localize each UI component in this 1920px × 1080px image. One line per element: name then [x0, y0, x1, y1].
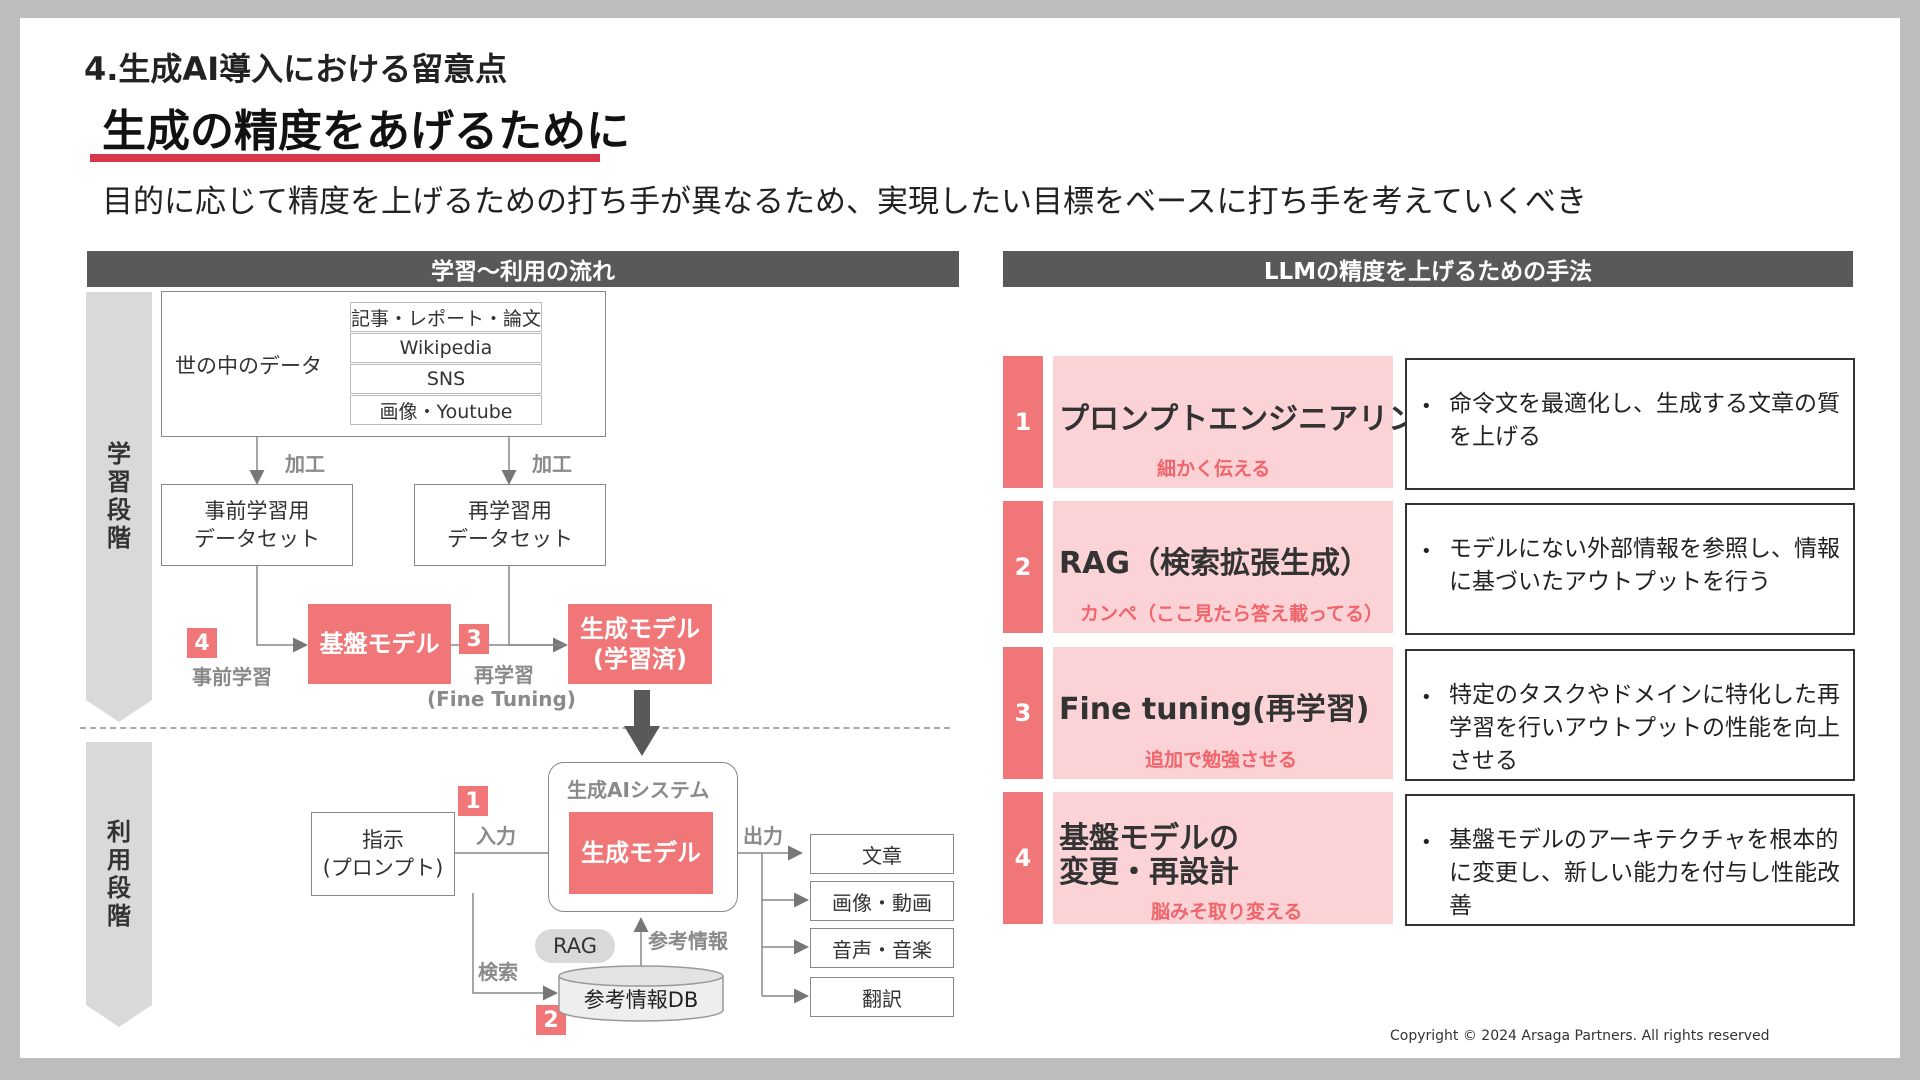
stage-divider — [80, 727, 950, 729]
method-number: 4 — [1003, 792, 1043, 924]
method-number: 2 — [1003, 501, 1043, 633]
bullet-icon: • — [1421, 541, 1432, 562]
method-title: RAG（検索拡張生成） — [1059, 546, 1370, 581]
search-label: 検索 — [478, 960, 518, 984]
method-description-text: 命令文を最適化し、生成する文章の質を上げる — [1449, 391, 1840, 450]
badge-3: 3 — [459, 624, 489, 654]
process-label-1: 加工 — [285, 452, 325, 476]
output-item: 翻訳 — [810, 977, 954, 1017]
learning-stage-label: 学習段階 — [107, 440, 131, 552]
output-label: 出力 — [743, 824, 783, 848]
source-item: 記事・レポート・論文 — [350, 302, 542, 332]
copyright: Copyright © 2024 Arsaga Partners. All ri… — [1390, 1028, 1770, 1044]
output-item: 画像・動画 — [810, 881, 954, 921]
method-number: 1 — [1003, 356, 1043, 488]
method-description: • モデルにない外部情報を参照し、情報に基づいたアウトプットを行う — [1405, 503, 1855, 635]
gen-model-box: 生成モデル — [569, 812, 713, 894]
input-label: 入力 — [476, 824, 516, 848]
method-description: • 基盤モデルのアーキテクチャを根本的に変更し、新しい能力を付与し性能改善 — [1405, 794, 1855, 926]
source-item: 画像・Youtube — [350, 395, 542, 425]
bullet-icon: • — [1421, 687, 1432, 708]
bullet-icon: • — [1421, 832, 1432, 853]
world-data-label: 世の中のデータ — [175, 354, 322, 378]
instruction-box: 指示 (プロンプト) — [311, 812, 455, 896]
method-title: プロンプトエンジニアリング — [1059, 402, 1449, 437]
section-heading: 4.生成AI導入における留意点 — [84, 50, 508, 88]
gen-ai-system-label: 生成AIシステム — [567, 778, 710, 802]
method-subtitle: 細かく伝える — [1157, 458, 1271, 480]
method-title-cell: Fine tuning(再学習) 追加で勉強させる — [1053, 647, 1393, 779]
ref-info-label: 参考情報 — [648, 929, 728, 953]
usage-stage-label: 利用段階 — [107, 818, 131, 930]
source-item: Wikipedia — [350, 333, 542, 363]
source-item: SNS — [350, 364, 542, 394]
method-description-text: モデルにない外部情報を参照し、情報に基づいたアウトプットを行う — [1449, 536, 1840, 595]
method-title: 基盤モデルの 変更・再設計 — [1059, 821, 1239, 890]
method-description-text: 特定のタスクやドメインに特化した再学習を行いアウトプットの性能を向上させる — [1449, 682, 1840, 774]
method-title-cell: プロンプトエンジニアリング 細かく伝える — [1053, 356, 1448, 488]
process-label-2: 加工 — [532, 452, 572, 476]
method-subtitle: カンペ（ここ見たら答え載ってる） — [1080, 603, 1384, 625]
base-model-box: 基盤モデル — [308, 604, 451, 684]
fine-tuning-label: (Fine Tuning) — [427, 687, 576, 711]
retrain-label: 再学習 — [474, 663, 534, 687]
method-title-cell: RAG（検索拡張生成） カンペ（ここ見たら答え載ってる） — [1053, 501, 1393, 633]
pretrain-label: 事前学習 — [192, 665, 272, 689]
method-description-text: 基盤モデルのアーキテクチャを根本的に変更し、新しい能力を付与し性能改善 — [1449, 827, 1840, 919]
output-item: 文章 — [810, 834, 954, 874]
ref-db-label: 参考情報DB — [583, 988, 699, 1012]
rag-pill: RAG — [535, 929, 615, 963]
retrain-dataset-box: 再学習用 データセット — [414, 484, 606, 566]
bullet-icon: • — [1421, 396, 1432, 417]
usage-stage-arrow — [86, 742, 152, 1027]
ref-db-cylinder — [558, 965, 724, 1022]
learning-stage-arrow — [86, 292, 152, 722]
output-item: 音声・音楽 — [810, 928, 954, 968]
method-title: Fine tuning(再学習) — [1059, 692, 1370, 727]
method-description: • 命令文を最適化し、生成する文章の質を上げる — [1405, 358, 1855, 490]
badge-1: 1 — [458, 786, 488, 816]
page-subtitle: 目的に応じて精度を上げるための打ち手が異なるため、実現したい目標をベースに打ち手… — [102, 184, 1587, 220]
title-underline — [90, 154, 600, 162]
methods-section-bar: LLMの精度を上げるための手法 — [1003, 251, 1853, 287]
trained-gen-model-box: 生成モデル (学習済) — [568, 604, 712, 684]
page-title: 生成の精度をあげるために — [102, 106, 630, 157]
pretrain-dataset-box: 事前学習用 データセット — [161, 484, 353, 566]
flow-section-bar: 学習～利用の流れ — [87, 251, 959, 287]
method-subtitle: 脳みそ取り変える — [1151, 901, 1303, 923]
method-title-cell: 基盤モデルの 変更・再設計 脳みそ取り変える — [1053, 792, 1393, 924]
badge-4: 4 — [187, 628, 217, 658]
method-description: • 特定のタスクやドメインに特化した再学習を行いアウトプットの性能を向上させる — [1405, 649, 1855, 781]
method-subtitle: 追加で勉強させる — [1145, 749, 1298, 771]
method-number: 3 — [1003, 647, 1043, 779]
